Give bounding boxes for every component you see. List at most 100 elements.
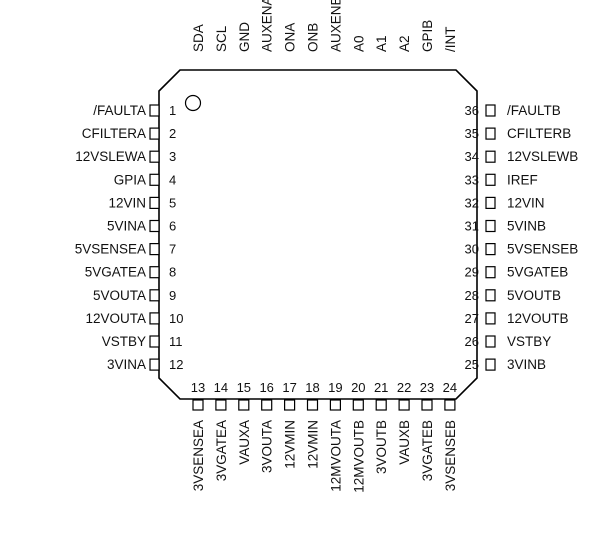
- pin-pad: [485, 243, 496, 256]
- pin-pad: [306, 399, 319, 411]
- pin-number: 11: [169, 334, 183, 349]
- bottom-pin-row: 133VSENSEA143VGATEA15VAUXA163VOUTA1712VM…: [191, 380, 458, 493]
- pin-signal-label: 12VOUTA: [85, 311, 146, 326]
- pin-signal-label: VSTBY: [102, 334, 146, 349]
- pin-number: 23: [420, 380, 434, 395]
- pin-signal-label: GND: [237, 22, 252, 52]
- pin-number: 36: [465, 103, 479, 118]
- pin-signal-label: 12VSLEWA: [75, 149, 146, 164]
- pin-pad: [376, 58, 386, 69]
- pin-signal-label: 3VINB: [507, 357, 546, 372]
- pin-signal-label: 5VOUTA: [93, 288, 146, 303]
- pin-signal-label: 5VGATEB: [507, 265, 568, 280]
- pin-signal-label: /FAULTA: [93, 103, 146, 118]
- pin-signal-label: 3VOUTB: [374, 420, 389, 474]
- pin-number: 30: [465, 242, 479, 257]
- pin-number: 27: [465, 311, 479, 326]
- pin-signal-label: A1: [374, 35, 389, 52]
- pin-signal-label: 12MVOUTB: [351, 420, 366, 493]
- pin-number: 12: [169, 357, 183, 372]
- pin-pad: [239, 58, 249, 69]
- left-pin-row: 1/FAULTA2CFILTERA312VSLEWA4GPIA512VIN65V…: [75, 103, 184, 372]
- pin-number: 2: [169, 126, 176, 141]
- pin-signal-label: ONB: [306, 23, 321, 52]
- pin-pad: [149, 312, 160, 325]
- pin-pad: [261, 399, 273, 411]
- pin-number: 7: [169, 242, 176, 257]
- pin-number: 1: [169, 103, 176, 118]
- pin-number: 33: [465, 172, 479, 187]
- pin-pad: [149, 219, 160, 233]
- pin-number: 28: [465, 288, 479, 303]
- pin-pad: [485, 127, 496, 140]
- pin-number: 6: [169, 219, 176, 234]
- pin-pad: [149, 173, 160, 186]
- pin-pad: [330, 58, 340, 69]
- pin-signal-label: GPIA: [114, 172, 146, 187]
- pin-signal-label: 3VINA: [107, 357, 146, 372]
- pin-pad: [284, 399, 296, 411]
- pin-signal-label: /INT: [443, 27, 458, 53]
- pin-pad: [485, 219, 496, 233]
- pin-pad: [238, 399, 250, 411]
- pin-signal-label: 12MVOUTA: [328, 420, 343, 492]
- pin-signal-label: 12VSLEWB: [507, 149, 578, 164]
- pin-signal-label: ONA: [283, 23, 298, 52]
- pin-signal-label: AUXENB: [328, 0, 343, 52]
- pin-pad: [216, 58, 226, 69]
- pin-signal-label: 5VINB: [507, 219, 546, 234]
- pin-number: 25: [465, 357, 479, 372]
- pin-pad: [193, 58, 203, 69]
- pin-signal-label: 5VSENSEB: [507, 242, 578, 257]
- pin-pad: [308, 58, 318, 69]
- pin-signal-label: 12VIN: [507, 195, 545, 210]
- pin-signal-label: CFILTERA: [82, 126, 146, 141]
- pin-signal-label: 5VGATEA: [85, 265, 146, 280]
- pin-pad: [422, 58, 432, 69]
- pin-pad: [149, 358, 160, 371]
- pin-signal-label: 3VGATEB: [420, 420, 435, 481]
- pin-pad: [485, 289, 496, 302]
- pin-pad: [329, 399, 341, 411]
- pin-number: 5: [169, 195, 176, 210]
- pin-signal-label: 5VSENSEA: [75, 242, 146, 257]
- pin-signal-label: AUXENA: [260, 0, 275, 52]
- pin-pad: [444, 399, 456, 411]
- pin-number: 9: [169, 288, 176, 303]
- pin-pad: [149, 150, 160, 163]
- pin-pad: [149, 335, 160, 348]
- pin-pad: [375, 399, 387, 411]
- pin-number: 18: [305, 380, 319, 395]
- top-pin-row: 48SDA47SCL46GND45AUXENA44ONA43ONB42AUXEN…: [191, 0, 458, 69]
- pin-number: 17: [282, 380, 296, 395]
- pin-pad: [149, 266, 160, 279]
- pin-signal-label: VSTBY: [507, 334, 551, 349]
- pin1-marker: [184, 94, 202, 112]
- pin-number: 14: [214, 380, 228, 395]
- pin-signal-label: /FAULTB: [507, 103, 561, 118]
- pin-signal-label: 5VINA: [107, 219, 146, 234]
- pin-number: 24: [443, 380, 457, 395]
- pin-pad: [485, 335, 496, 348]
- pin-signal-label: 12VMIN: [306, 420, 321, 469]
- pin-pad: [485, 150, 496, 163]
- pin-pad: [421, 399, 433, 411]
- pin-signal-label: 5VOUTB: [507, 288, 561, 303]
- pin-number: 31: [465, 219, 479, 234]
- pin-pad: [149, 243, 160, 256]
- pin-signal-label: SDA: [191, 24, 206, 52]
- pin-pad: [398, 399, 410, 411]
- pin-signal-label: 12VMIN: [283, 420, 298, 469]
- pin-number: 10: [169, 311, 183, 326]
- pin-signal-label: 12VOUTB: [507, 311, 569, 326]
- pin-pad: [149, 127, 160, 140]
- package-body: [158, 69, 478, 400]
- pin-pad: [192, 399, 204, 411]
- pin-number: 20: [351, 380, 365, 395]
- pin-pad: [485, 266, 496, 279]
- pin-number: 22: [397, 380, 411, 395]
- pin-number: 4: [169, 172, 176, 187]
- pin-pad: [149, 104, 160, 117]
- pin-number: 32: [465, 195, 479, 210]
- pin-pad: [149, 196, 160, 209]
